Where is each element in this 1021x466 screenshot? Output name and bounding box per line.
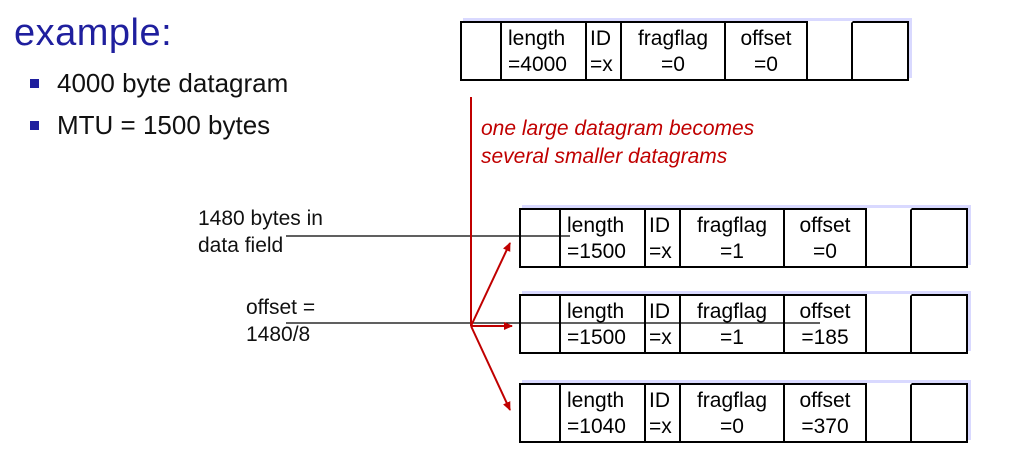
data-field-label: 1480 bytes in data field xyxy=(198,205,323,259)
note-line: one large datagram becomes xyxy=(481,117,755,140)
fragment-datagram: length=1500 ID=x fragflag=1 offset=185 xyxy=(519,294,968,354)
slide-title: example: xyxy=(14,12,173,54)
id-field: ID=x xyxy=(646,210,681,266)
length-field: length=4000 xyxy=(502,23,587,79)
bullet-text: MTU = 1500 bytes xyxy=(57,109,271,140)
fragment-arrow xyxy=(470,242,511,327)
fragmentation-note: one large datagram becomes several small… xyxy=(481,115,754,171)
bullet-square-icon xyxy=(30,120,39,130)
id-field: ID=x xyxy=(646,385,681,441)
offset-field: offset=0 xyxy=(726,23,808,79)
label-line: offset = xyxy=(246,296,316,319)
bullet-list: 4000 byte datagram MTU = 1500 bytes xyxy=(30,62,288,146)
length-field: length=1040 xyxy=(561,385,646,441)
data-blank-cell xyxy=(867,208,912,266)
bullet-square-icon xyxy=(30,78,39,88)
length-field: length=1500 xyxy=(561,210,646,266)
label-line: 1480/8 xyxy=(246,323,311,346)
length-field: length=1500 xyxy=(561,296,646,352)
bullet-item: 4000 byte datagram xyxy=(30,62,288,104)
offset-field: offset=370 xyxy=(785,385,867,441)
offset-calc-label: offset = 1480/8 xyxy=(246,294,315,348)
fragflag-field: fragflag=1 xyxy=(681,210,785,266)
header-blank-cell xyxy=(521,385,561,441)
label-line: 1480 bytes in xyxy=(198,207,323,230)
fragflag-field: fragflag=0 xyxy=(681,385,785,441)
offset-field: offset=185 xyxy=(785,296,867,352)
id-field: ID=x xyxy=(587,23,622,79)
bullet-item: MTU = 1500 bytes xyxy=(30,104,288,146)
note-line: several smaller datagrams xyxy=(481,145,728,168)
bullet-text: 4000 byte datagram xyxy=(57,67,289,98)
fragflag-field: fragflag=0 xyxy=(622,23,726,79)
fragment-datagram: length=1040 ID=x fragflag=0 offset=370 xyxy=(519,383,968,443)
data-blank-cell xyxy=(867,383,912,441)
header-blank-cell xyxy=(521,296,561,352)
offset-field: offset=0 xyxy=(785,210,867,266)
fragment-datagram: length=1500 ID=x fragflag=1 offset=0 xyxy=(519,208,968,268)
header-blank-cell xyxy=(521,210,561,266)
header-blank-cell xyxy=(462,23,502,79)
data-blank-cell xyxy=(808,21,853,79)
id-field: ID=x xyxy=(646,296,681,352)
fragflag-field: fragflag=1 xyxy=(681,296,785,352)
original-datagram: length=4000 ID=x fragflag=0 offset=0 xyxy=(460,21,909,81)
label-line: data field xyxy=(198,234,284,257)
data-blank-cell xyxy=(867,294,912,352)
fragment-arrow xyxy=(470,325,511,411)
